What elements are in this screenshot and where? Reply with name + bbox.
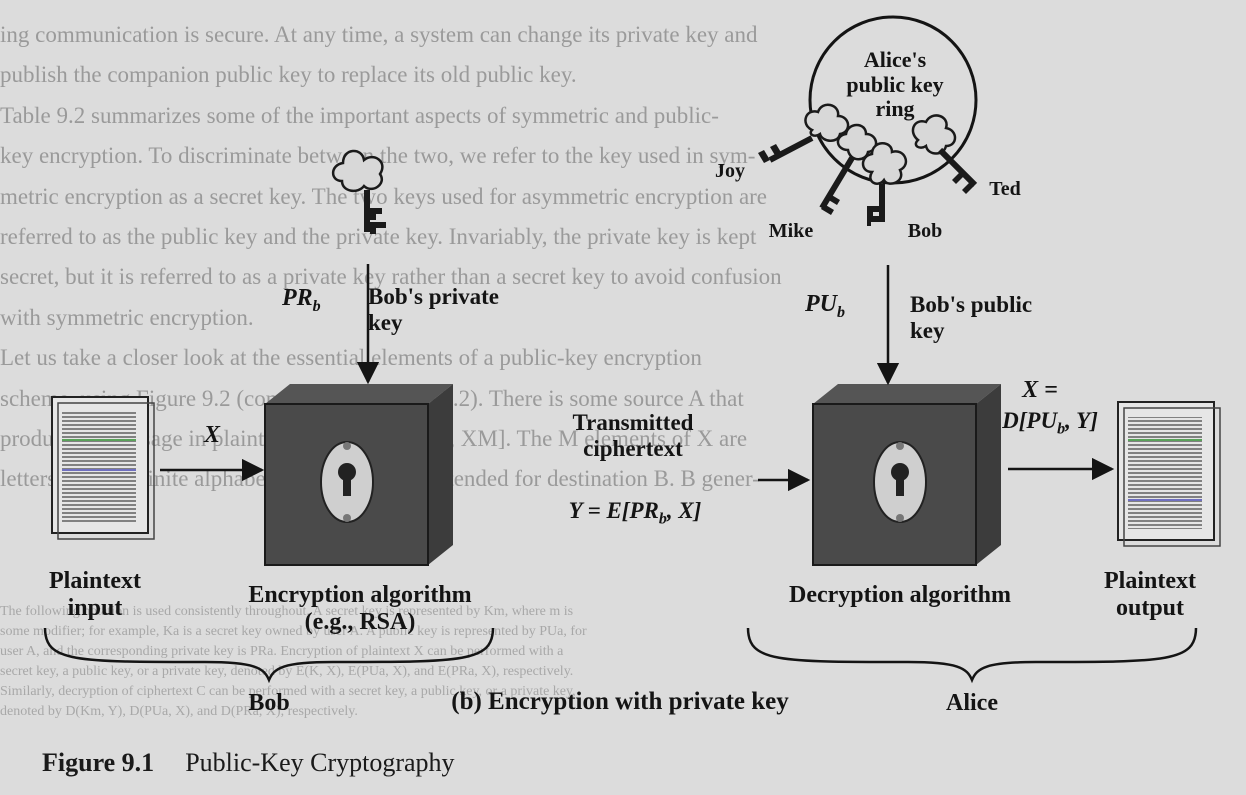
plaintext-output-document-icon: [1117, 401, 1221, 547]
bg-text-line: with symmetric encryption.: [0, 305, 254, 330]
bg-text-line: Table 9.2 summarizes some of the importa…: [0, 103, 719, 128]
pr-b-base: PR: [282, 285, 313, 311]
bob-public-key-label: Bob's public key: [910, 292, 1033, 343]
transmitted-ciphertext-label: Transmitted ciphertext: [572, 410, 694, 461]
bg-footnote-line: The following notation is used consisten…: [0, 604, 574, 619]
ted-label: Ted: [989, 178, 1021, 200]
key-ring-label: Alice's public key ring: [846, 47, 944, 122]
pu-b-label: PUb: [805, 291, 875, 322]
y-formula-pre: Y = E[: [568, 498, 630, 523]
bob-key-label: Bob: [907, 220, 943, 242]
encryption-algorithm-label: Encryption algorithm (e.g., RSA): [248, 582, 472, 635]
alice-brace: [746, 627, 1198, 684]
key-ring-icon: [758, 15, 978, 226]
bg-text-line: ing communication is secure. At any time…: [0, 22, 758, 47]
caption-number: Figure 9.1: [42, 748, 155, 777]
plaintext-output-label: Plaintext output: [1104, 568, 1196, 621]
encryption-box-icon: [264, 384, 453, 566]
pr-b-sub: b: [312, 297, 321, 315]
bg-text-line: secret, but it is referred to as a priva…: [0, 264, 782, 289]
alice-brace-label: Alice: [946, 690, 998, 716]
bob-private-key-icon: [331, 149, 386, 234]
x-output-base: PU: [1026, 408, 1058, 433]
caption-title: Public-Key Cryptography: [185, 748, 455, 777]
bob-private-key-label: Bob's private key: [368, 284, 499, 335]
pu-b-base: PU: [805, 291, 837, 317]
bg-text-line: referred to as the public key and the pr…: [0, 224, 757, 249]
bg-footnote-line: some modifier; for example, Ka is a secr…: [0, 624, 587, 639]
x-output-line2: D[PUb, Y]: [985, 408, 1115, 439]
x-output-sub: b: [1057, 420, 1066, 438]
bg-footnote-line: user A, and the corresponding private ke…: [0, 644, 564, 659]
x-output-post: , Y]: [1065, 408, 1098, 433]
bob-brace: [43, 627, 495, 684]
decryption-algorithm-label: Decryption algorithm: [789, 582, 1011, 608]
mike-label: Mike: [768, 220, 814, 242]
x-input-label: X: [203, 422, 220, 448]
y-formula-label: Y = E[PRb, X]: [530, 498, 740, 529]
pr-b-label: PRb: [282, 285, 352, 316]
pu-b-sub: b: [837, 303, 845, 321]
x-output-pre: D[: [1002, 408, 1027, 433]
decryption-box-icon: [812, 384, 1001, 566]
bg-text-line: metric encryption as a secret key. The t…: [0, 184, 768, 209]
bg-text-line: Let us take a closer look at the essenti…: [0, 345, 702, 370]
y-formula-sub: b: [658, 510, 667, 528]
plaintext-input-document-icon: [51, 396, 155, 540]
x-output-line1: X =: [1022, 377, 1058, 403]
bg-footnote-line: Similarly, decryption of ciphertext C ca…: [0, 684, 576, 699]
y-formula-base: PR: [629, 498, 659, 523]
figure-subtitle: (b) Encryption with private key: [451, 688, 789, 715]
figure-caption: Figure 9.1 Public-Key Cryptography: [42, 748, 455, 778]
y-formula-post: , X]: [666, 498, 702, 523]
bob-brace-label: Bob: [248, 690, 290, 716]
plaintext-input-label: Plaintext input: [49, 568, 141, 621]
bg-text-line: publish the companion public key to repl…: [0, 62, 577, 87]
joy-label: Joy: [715, 160, 745, 182]
bg-footnote-line: secret key, a public key, or a private k…: [0, 664, 574, 679]
bg-footnote-line: denoted by D(Km, Y), D(PUa, X), and D(PR…: [0, 704, 358, 719]
